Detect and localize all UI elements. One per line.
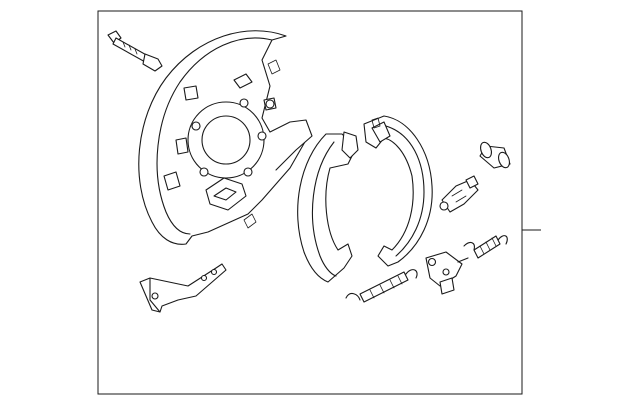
cylinder-cap — [479, 141, 511, 169]
backing-plate — [138, 30, 313, 245]
adjuster-assembly — [439, 175, 479, 213]
front-brake-shoe — [297, 131, 359, 283]
diagram-frame — [97, 10, 523, 395]
rear-brake-shoe — [363, 115, 433, 267]
parking-lever-hardware — [425, 251, 469, 295]
upper-return-spring — [463, 235, 508, 259]
lower-return-spring — [345, 269, 418, 303]
parking-brake-lever-bracket — [139, 263, 227, 313]
backing-plate-bolt — [107, 30, 163, 72]
